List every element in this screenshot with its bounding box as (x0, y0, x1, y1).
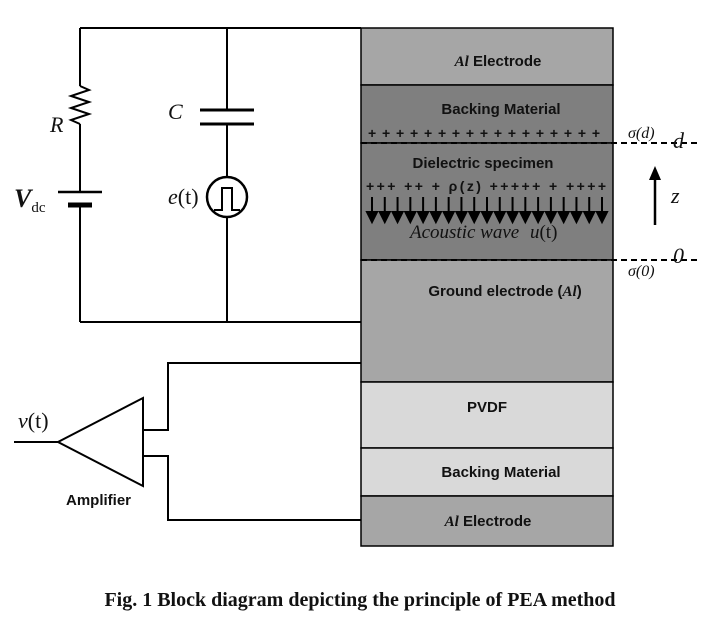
sigma-d-label: σ(d) (628, 125, 655, 142)
vdc-label: Vdc (14, 184, 46, 216)
backing-bottom-label: Backing Material (441, 464, 560, 481)
axis-0-label: 0 (673, 243, 684, 268)
space-charge-row: +++ ++ + ρ(z) +++++ + ++++ (366, 178, 606, 194)
dielectric-label: Dielectric specimen (413, 155, 554, 172)
top-charge-row: +++++++++++++++++ (368, 125, 600, 141)
dc-circuit (58, 27, 361, 323)
sigma-0-label: σ(0) (628, 263, 655, 280)
top-electrode-layer (360, 27, 614, 86)
pulse-source-circle (205, 175, 249, 219)
z-arrow-head (649, 166, 661, 180)
wave-arrow-head (505, 211, 520, 225)
wave-arrow-head (531, 211, 545, 225)
resistor-zigzag (67, 85, 93, 125)
wave-arrow-head (557, 211, 571, 225)
figure-caption: Fig. 1 Block diagram depicting the princ… (104, 589, 615, 611)
axis-d-label: d (673, 128, 685, 153)
amplifier-triangle (55, 396, 144, 488)
ground-electrode-layer (360, 259, 614, 383)
capacitor-label: C (168, 99, 183, 124)
wave-arrow-head (378, 211, 392, 225)
ground-electrode-label: Ground electrode (Al) (428, 283, 581, 300)
wave-arrow-head (416, 211, 430, 225)
wave-arrow-head (403, 211, 417, 225)
wave-arrow-head (493, 211, 507, 225)
wave-arrow-head (365, 211, 379, 225)
wave-arrow-head (467, 211, 481, 225)
backing-top-layer (360, 84, 614, 144)
wave-arrow-head (518, 211, 532, 225)
wave-arrow-head (569, 211, 584, 225)
amplifier-circuit (14, 362, 361, 521)
resistor-label: R (49, 112, 64, 137)
wave-arrow-head (582, 211, 596, 225)
wave-arrow-head (454, 211, 469, 225)
pulse-source-label: e(t) (168, 184, 199, 209)
wave-arrow-head (442, 211, 456, 225)
acoustic-wave-label: Acoustic wave u(t) (408, 222, 557, 243)
wave-arrow-head (429, 211, 443, 225)
bottom-electrode-layer (360, 495, 614, 547)
wave-arrow-head (390, 211, 405, 225)
pulse-shape-icon (214, 187, 240, 211)
backing-top-label: Backing Material (441, 101, 560, 118)
bottom-electrode-label: Al Electrode (444, 513, 532, 530)
top-electrode-label: Al Electrode (454, 53, 542, 70)
wave-arrow-head (480, 211, 494, 225)
wave-arrow-head (544, 211, 558, 225)
wave-arrow-head (595, 211, 609, 225)
z-axis-label: z (670, 183, 680, 208)
amplifier-label: Amplifier (66, 492, 131, 509)
output-voltage-label: v(t) (18, 408, 49, 433)
acoustic-wave-arrows (365, 197, 609, 225)
pvdf-label: PVDF (467, 399, 507, 416)
backing-bottom-layer (360, 447, 614, 497)
